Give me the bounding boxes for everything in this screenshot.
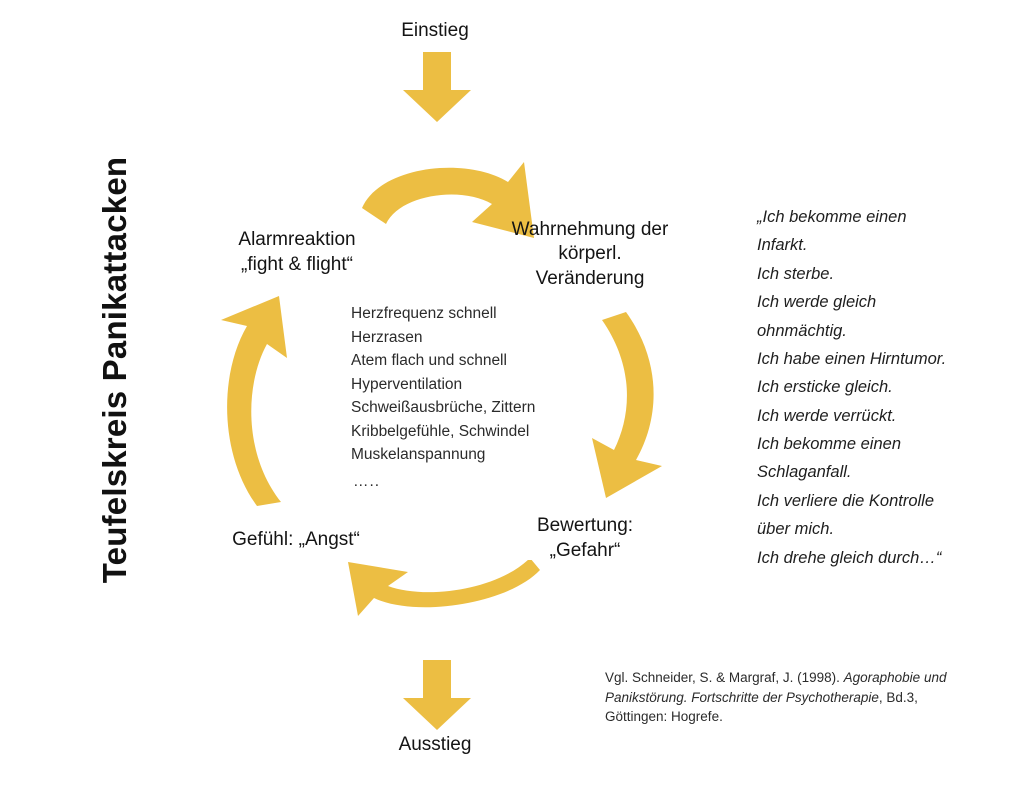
citation: Vgl. Schneider, S. & Margraf, J. (1998).… (605, 668, 980, 727)
node-label-bewertung: Bewertung: „Gefahr“ (536, 515, 634, 561)
catastrophic-thoughts-quote: „Ich bekomme einen Infarkt. Ich sterbe. … (757, 208, 947, 567)
entry-arrow-icon (403, 52, 471, 122)
symptom-list: Herzfrequenz schnell Herzrasen Atem flac… (351, 305, 536, 464)
node-label-alarmreaktion: Alarmreaktion „fight & flight“ (238, 229, 356, 275)
node-label-wahrnehmung: Wahrnehmung der körperl. Veränderung (511, 219, 669, 289)
right-arrow-icon (592, 312, 662, 498)
citation-title: Agoraphobie und Panikstörung. Fortschrit… (605, 670, 947, 705)
entry-label: Einstieg (401, 20, 469, 41)
exit-label: Ausstieg (398, 734, 472, 755)
symptom-list-ellipsis: ….. (353, 473, 381, 490)
exit-arrow-icon (403, 660, 471, 730)
citation-prefix: Vgl. Schneider, S. & Margraf, J. (1998). (605, 670, 844, 685)
left-arrow-icon (221, 296, 287, 506)
node-label-gefuehl: Gefühl: „Angst“ (232, 529, 360, 550)
citation-suffix: , Bd.3, Göttingen: Hogrefe. (605, 689, 918, 725)
page-title: Teufelskreis Panikattacken (96, 156, 133, 584)
bottom-arrow-icon (348, 560, 540, 616)
